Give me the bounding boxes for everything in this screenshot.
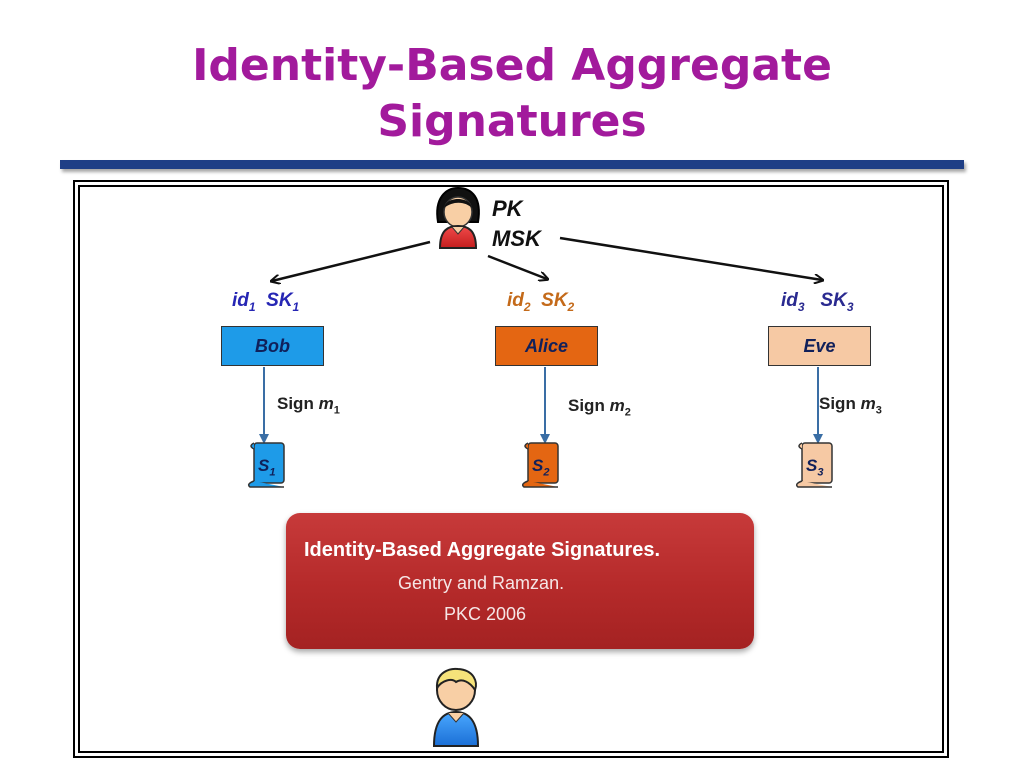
arrow-authority-eve	[559, 236, 822, 280]
scroll-icon	[247, 442, 285, 488]
citation-venue: PKC 2006	[444, 604, 527, 624]
scroll-icon	[795, 442, 833, 488]
slide-title-line-1: Identity-Based Aggregate	[192, 40, 832, 91]
scroll-icon	[521, 442, 559, 488]
signature-label-1: S1	[258, 456, 276, 479]
authority-msk-label: MSK	[492, 226, 541, 251]
signature-label-3: S3	[806, 456, 824, 479]
authority-pk-label: PK	[492, 196, 523, 221]
sign-label-2: Sign m2	[568, 396, 631, 419]
signer-box-eve: Eve	[768, 326, 871, 366]
citation-banner: Identity-Based Aggregate Signatures. Gen…	[286, 513, 754, 649]
signer-box-bob: Bob	[221, 326, 324, 366]
key-label-2: id2 SK2	[507, 290, 575, 314]
woman-avatar-icon	[436, 186, 480, 249]
sign-label-3: Sign m3	[819, 394, 882, 417]
key-label-3: id3 SK3	[781, 290, 854, 314]
citation-title: Identity-Based Aggregate Signatures.	[304, 539, 660, 561]
slide-title-line-2: Signatures	[377, 96, 647, 147]
slide-title: Identity-Based Aggregate Signatures	[0, 38, 1024, 150]
citation-authors: Gentry and Ramzan.	[398, 573, 565, 593]
title-rule	[60, 160, 964, 169]
sign-label-1: Sign m1	[277, 394, 340, 417]
diagram-frame-inner	[78, 185, 944, 753]
arrow-authority-alice	[487, 254, 547, 279]
signature-label-2: S2	[532, 456, 550, 479]
arrow-authority-bob	[272, 240, 431, 281]
key-label-1: id1 SK1	[232, 290, 300, 314]
man-avatar-icon	[432, 667, 480, 747]
signer-box-alice: Alice	[495, 326, 598, 366]
